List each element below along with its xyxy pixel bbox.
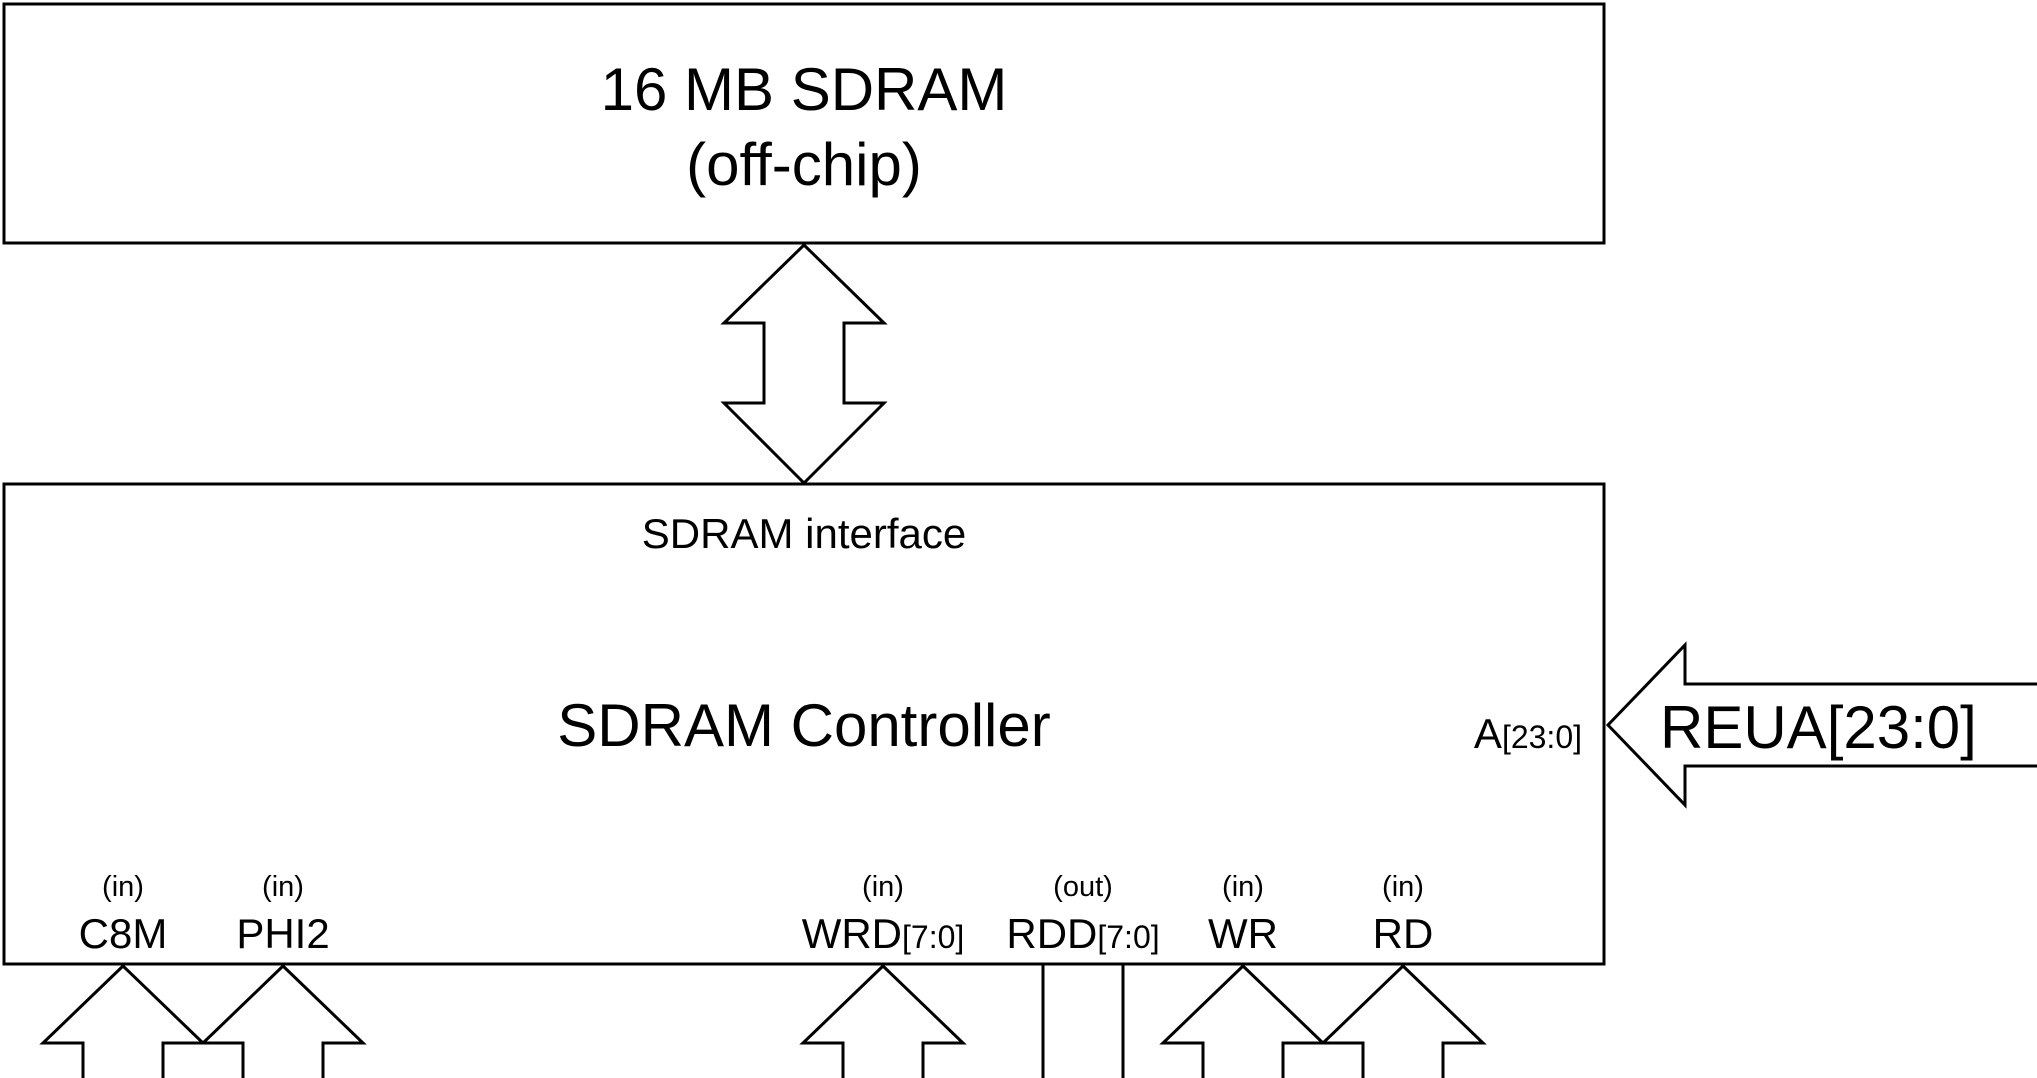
- pin-phi2-direction: (in): [262, 871, 304, 903]
- pin-phi2-name: PHI2: [236, 910, 329, 957]
- pin-rdd-direction: (out): [1053, 871, 1113, 903]
- sdram-interface-label: SDRAM interface: [642, 510, 966, 557]
- pin-wrd-direction: (in): [862, 871, 904, 903]
- c8m-input-arrow: [39, 963, 207, 1078]
- pin-rdd-bits: [7:0]: [1097, 919, 1159, 955]
- address-pin-bits: [23:0]: [1502, 719, 1582, 755]
- sdram-bus-bidirectional-arrow: [720, 242, 888, 486]
- sdram-controller-box: [2, 482, 1606, 966]
- address-input-arrow: [1605, 641, 2037, 809]
- sdram-controller-title: SDRAM Controller: [557, 692, 1050, 759]
- address-pin-name: A: [1474, 710, 1502, 757]
- pin-wrd-bits: [7:0]: [902, 919, 964, 955]
- pin-wr-direction: (in): [1222, 871, 1264, 903]
- external-address-signal-label: REUA[23:0]: [1660, 694, 1977, 761]
- pin-rdd-label: RDD[7:0]: [1006, 910, 1159, 957]
- address-pin-label: A[23:0]: [1474, 710, 1582, 757]
- wrd-input-arrow: [799, 963, 967, 1078]
- pin-rd-direction: (in): [1382, 871, 1424, 903]
- rd-input-arrow: [1319, 963, 1487, 1078]
- pin-wrd-name: WRD: [802, 910, 902, 957]
- sdram-chip-box: [2, 2, 1606, 245]
- pin-rd-name: RD: [1373, 910, 1434, 957]
- pin-rdd-name: RDD: [1006, 910, 1097, 957]
- pin-c8m-name: C8M: [79, 910, 168, 957]
- phi2-input-arrow: [199, 963, 367, 1078]
- wr-input-arrow: [1159, 963, 1327, 1078]
- pin-c8m-direction: (in): [102, 871, 144, 903]
- sdram-chip-title-line2: (off-chip): [686, 131, 922, 198]
- pin-wrd-label: WRD[7:0]: [802, 910, 965, 957]
- pin-wr-name: WR: [1208, 910, 1278, 957]
- sdram-chip-title-line1: 16 MB SDRAM: [601, 56, 1008, 123]
